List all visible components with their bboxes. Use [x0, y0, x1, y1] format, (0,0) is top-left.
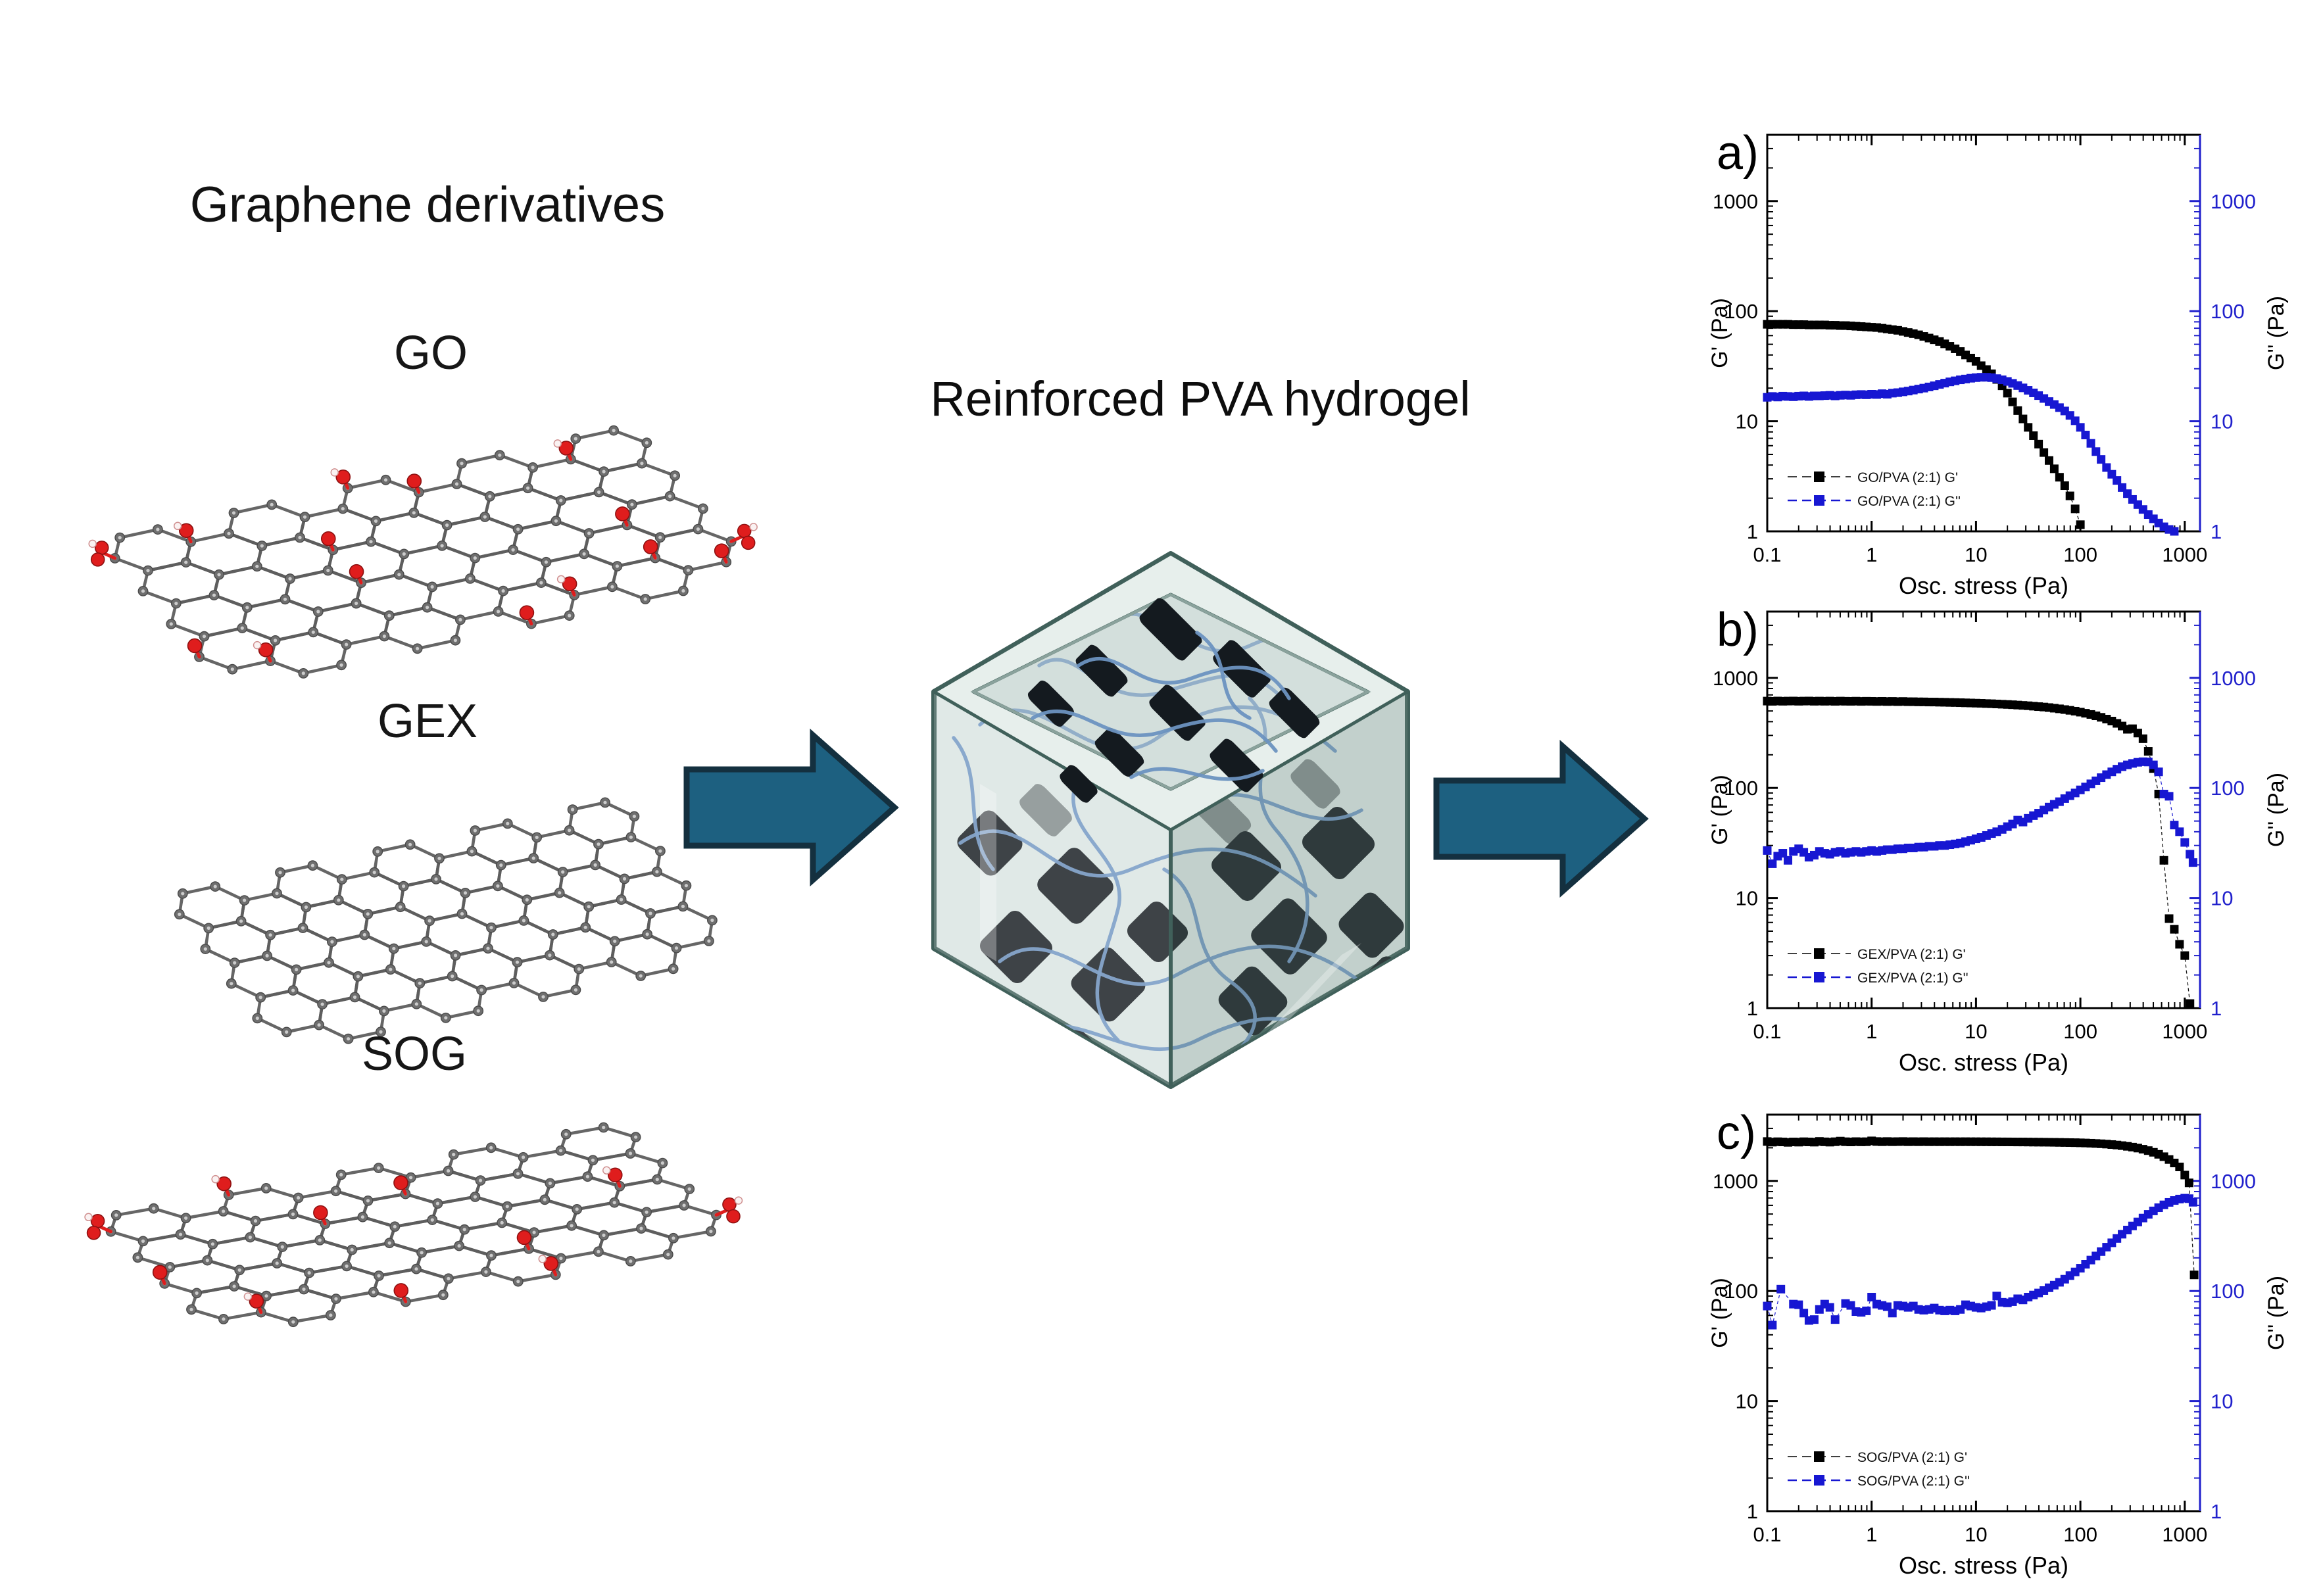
svg-text:100: 100 — [1724, 1280, 1758, 1303]
svg-text:0.1: 0.1 — [1753, 1523, 1781, 1546]
molecule-lattice — [105, 1122, 721, 1328]
y-axis-left-label: G' (Pa) — [1710, 298, 1732, 368]
x-axis-label: Osc. stress (Pa) — [1899, 572, 2068, 598]
svg-text:100: 100 — [2211, 300, 2245, 323]
svg-text:1: 1 — [1747, 520, 1758, 543]
svg-text:SOG/PVA (2:1) G': SOG/PVA (2:1) G' — [1857, 1450, 1967, 1465]
axis-ticks — [1766, 134, 2200, 533]
svg-text:10: 10 — [2211, 1390, 2233, 1413]
svg-text:1: 1 — [1866, 1020, 1877, 1043]
svg-text:10: 10 — [1965, 1523, 1987, 1546]
left-panel-title: Graphene derivatives — [189, 177, 666, 233]
svg-text:GEX/PVA (2:1) G': GEX/PVA (2:1) G' — [1857, 947, 1966, 962]
y-axis-left-label: G' (Pa) — [1710, 1278, 1732, 1348]
svg-text:1: 1 — [1866, 1523, 1877, 1546]
svg-text:100: 100 — [1724, 300, 1758, 323]
gex-label: GEX — [377, 695, 478, 748]
series-b-g-double-prime — [1763, 757, 2197, 868]
svg-text:1: 1 — [2211, 520, 2222, 543]
molecule-lattice — [109, 425, 737, 679]
svg-text:100: 100 — [2063, 1523, 2097, 1546]
svg-text:100: 100 — [2063, 1020, 2097, 1043]
svg-text:1000: 1000 — [2162, 1523, 2207, 1546]
svg-text:100: 100 — [2211, 777, 2245, 800]
x-axis-label: Osc. stress (Pa) — [1899, 1552, 2068, 1578]
go-label: GO — [393, 327, 468, 379]
svg-text:10: 10 — [1965, 543, 1987, 566]
svg-text:100: 100 — [2063, 543, 2097, 566]
oxygen-groups — [84, 1166, 743, 1315]
arrow-right-icon — [1433, 740, 1649, 898]
svg-text:1: 1 — [2211, 997, 2222, 1020]
panel-letter: b) — [1717, 604, 1759, 656]
series-b-g-prime — [1763, 696, 2195, 1008]
svg-text:1000: 1000 — [2211, 190, 2256, 213]
svg-text:1000: 1000 — [2211, 667, 2256, 690]
sog-label: SOG — [361, 1028, 468, 1080]
svg-text:10: 10 — [1736, 410, 1758, 433]
svg-text:100: 100 — [2211, 1280, 2245, 1303]
svg-text:1000: 1000 — [2162, 543, 2207, 566]
series-a-g-double-prime — [1763, 373, 2179, 536]
svg-text:0.1: 0.1 — [1753, 1020, 1781, 1043]
svg-text:0.1: 0.1 — [1753, 543, 1781, 566]
svg-text:10: 10 — [2211, 887, 2233, 910]
center-panel-title: Reinforced PVA hydrogel — [930, 372, 1471, 426]
svg-text:1: 1 — [1747, 997, 1758, 1020]
molecule-lattice — [174, 797, 718, 1044]
svg-text:1: 1 — [2211, 1500, 2222, 1523]
oxygen-groups — [88, 439, 758, 663]
x-axis-label: Osc. stress (Pa) — [1899, 1049, 2068, 1075]
svg-text:1000: 1000 — [1713, 190, 1758, 213]
svg-text:GO/PVA (2:1) G': GO/PVA (2:1) G' — [1857, 470, 1958, 485]
y-axis-right-label: G'' (Pa) — [2264, 1276, 2289, 1350]
hydrogel-cube-illustration — [931, 551, 1410, 1089]
sog-structure-image — [84, 1122, 743, 1328]
y-axis-right-label: G'' (Pa) — [2264, 773, 2289, 847]
svg-text:10: 10 — [1965, 1020, 1987, 1043]
svg-text:1000: 1000 — [1713, 1170, 1758, 1193]
chart-legend: GEX/PVA (2:1) G' GEX/PVA (2:1) G'' — [1788, 947, 1968, 986]
svg-text:1000: 1000 — [1713, 667, 1758, 690]
series-c-g-prime — [1763, 1136, 2199, 1280]
svg-text:1000: 1000 — [2211, 1170, 2256, 1193]
svg-text:SOG/PVA (2:1) G'': SOG/PVA (2:1) G'' — [1857, 1474, 1970, 1489]
arrow-right-icon — [683, 729, 899, 886]
svg-text:GO/PVA (2:1) G'': GO/PVA (2:1) G'' — [1857, 494, 1961, 509]
svg-text:10: 10 — [1736, 887, 1758, 910]
panel-letter: c) — [1717, 1107, 1756, 1159]
svg-text:GEX/PVA (2:1) G'': GEX/PVA (2:1) G'' — [1857, 971, 1968, 986]
svg-text:1: 1 — [1866, 543, 1877, 566]
svg-text:100: 100 — [1724, 777, 1758, 800]
svg-text:1: 1 — [1747, 1500, 1758, 1523]
panel-letter: a) — [1717, 127, 1759, 180]
chart-legend: SOG/PVA (2:1) G' SOG/PVA (2:1) G'' — [1788, 1450, 1970, 1489]
y-axis-right-label: G'' (Pa) — [2264, 296, 2289, 370]
y-axis-left-label: G' (Pa) — [1710, 775, 1732, 845]
series-c-g-double-prime — [1763, 1194, 2197, 1330]
axis-ticks — [1766, 611, 2200, 1009]
go-structure-image — [88, 425, 758, 679]
svg-text:1000: 1000 — [2162, 1020, 2207, 1043]
chart-legend: GO/PVA (2:1) G' GO/PVA (2:1) G'' — [1788, 470, 1961, 509]
svg-text:10: 10 — [1736, 1390, 1758, 1413]
svg-text:10: 10 — [2211, 410, 2233, 433]
gex-structure-image — [174, 797, 718, 1044]
series-a-g-prime — [1763, 320, 2085, 529]
